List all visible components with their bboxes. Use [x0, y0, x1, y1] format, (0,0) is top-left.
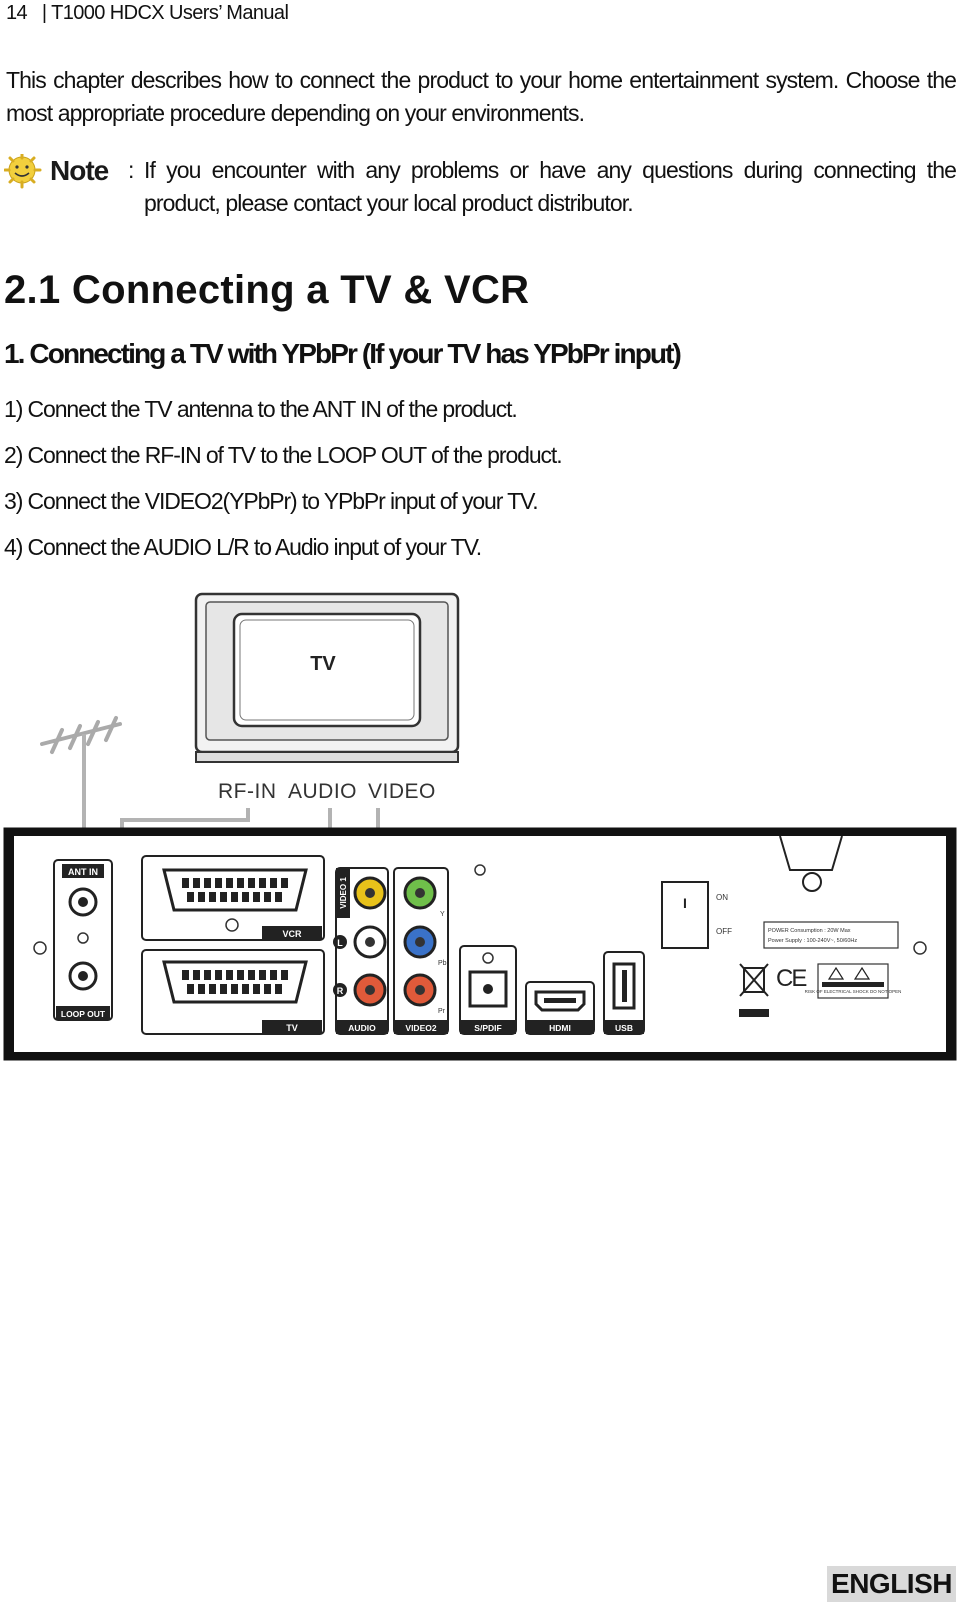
- audio-r-label: R: [337, 986, 344, 996]
- page-number: 14: [6, 2, 28, 24]
- ce-mark: CE: [776, 965, 806, 992]
- tv-label: TV: [310, 653, 336, 675]
- usb-label: USB: [615, 1023, 633, 1033]
- back-panel: ANT IN LOOP OUT VCR TV VIDEO 1: [3, 827, 957, 1061]
- steps-list: 1) Connect the TV antenna to the ANT IN …: [4, 386, 563, 570]
- power-supply-text: Power Supply : 100-240V~, 50/60Hz: [768, 938, 857, 944]
- connection-diagram: TV RF-IN AUDIO VIDEO ANT IN: [3, 592, 957, 1061]
- antenna-icon: [40, 716, 122, 754]
- audio-input-label: AUDIO: [288, 780, 357, 803]
- step-item: 4) Connect the AUDIO L/R to Audio input …: [4, 534, 482, 560]
- video-input-label: VIDEO: [368, 780, 436, 803]
- note-sun-icon: Note: [4, 154, 110, 189]
- step-item: 3) Connect the VIDEO2(YPbPr) to YPbPr in…: [4, 488, 539, 514]
- language-badge: ENGLISH: [827, 1566, 956, 1602]
- hdmi-label: HDMI: [549, 1023, 571, 1033]
- switch-mark: I: [683, 895, 687, 911]
- spdif-label: S/PDIF: [474, 1023, 501, 1033]
- audio-l-label: L: [337, 938, 343, 948]
- video1-label: VIDEO 1: [339, 877, 348, 909]
- power-consumption-text: POWER Consumption : 20W Max: [768, 928, 851, 934]
- caution-text: RISK OF ELECTRICAL SHOCK DO NOT OPEN: [805, 989, 902, 994]
- switch-on-label: ON: [716, 893, 728, 902]
- y-label: Y: [440, 911, 445, 918]
- tv-illustration: TV: [194, 592, 460, 763]
- pr-label: Pr: [438, 1008, 446, 1015]
- note-colon: :: [128, 157, 135, 183]
- step-item: 2) Connect the RF-IN of TV to the LOOP O…: [4, 442, 563, 468]
- note-label: Note: [50, 155, 109, 186]
- scart-tv-label: TV: [286, 1023, 298, 1033]
- page-header: 14 | T1000 HDCX Users’ Manual: [6, 2, 289, 25]
- audio-block-label: AUDIO: [348, 1023, 376, 1033]
- intro-paragraph: This chapter describes how to connect th…: [6, 67, 957, 126]
- video2-label: VIDEO2: [405, 1023, 436, 1033]
- manual-title: | T1000 HDCX Users’ Manual: [41, 2, 289, 24]
- loop-out-label: LOOP OUT: [61, 1009, 106, 1019]
- note-text: If you encounter with any problems or ha…: [144, 157, 957, 216]
- step-item: 1) Connect the TV antenna to the ANT IN …: [4, 396, 518, 422]
- switch-off-label: OFF: [716, 927, 732, 936]
- scart-vcr-label: VCR: [282, 929, 302, 939]
- rf-in-label: RF-IN: [218, 780, 277, 803]
- section-title: 2.1 Connecting a TV & VCR: [4, 268, 530, 312]
- weee-bin-icon: [739, 963, 769, 1017]
- subsection-title: 1. Connecting a TV with YPbPr (If your T…: [4, 338, 682, 369]
- warning-triangle-icon: [827, 966, 871, 980]
- ant-in-label: ANT IN: [68, 867, 98, 877]
- pb-label: Pb: [438, 960, 447, 967]
- sun-face-icon: [4, 154, 42, 189]
